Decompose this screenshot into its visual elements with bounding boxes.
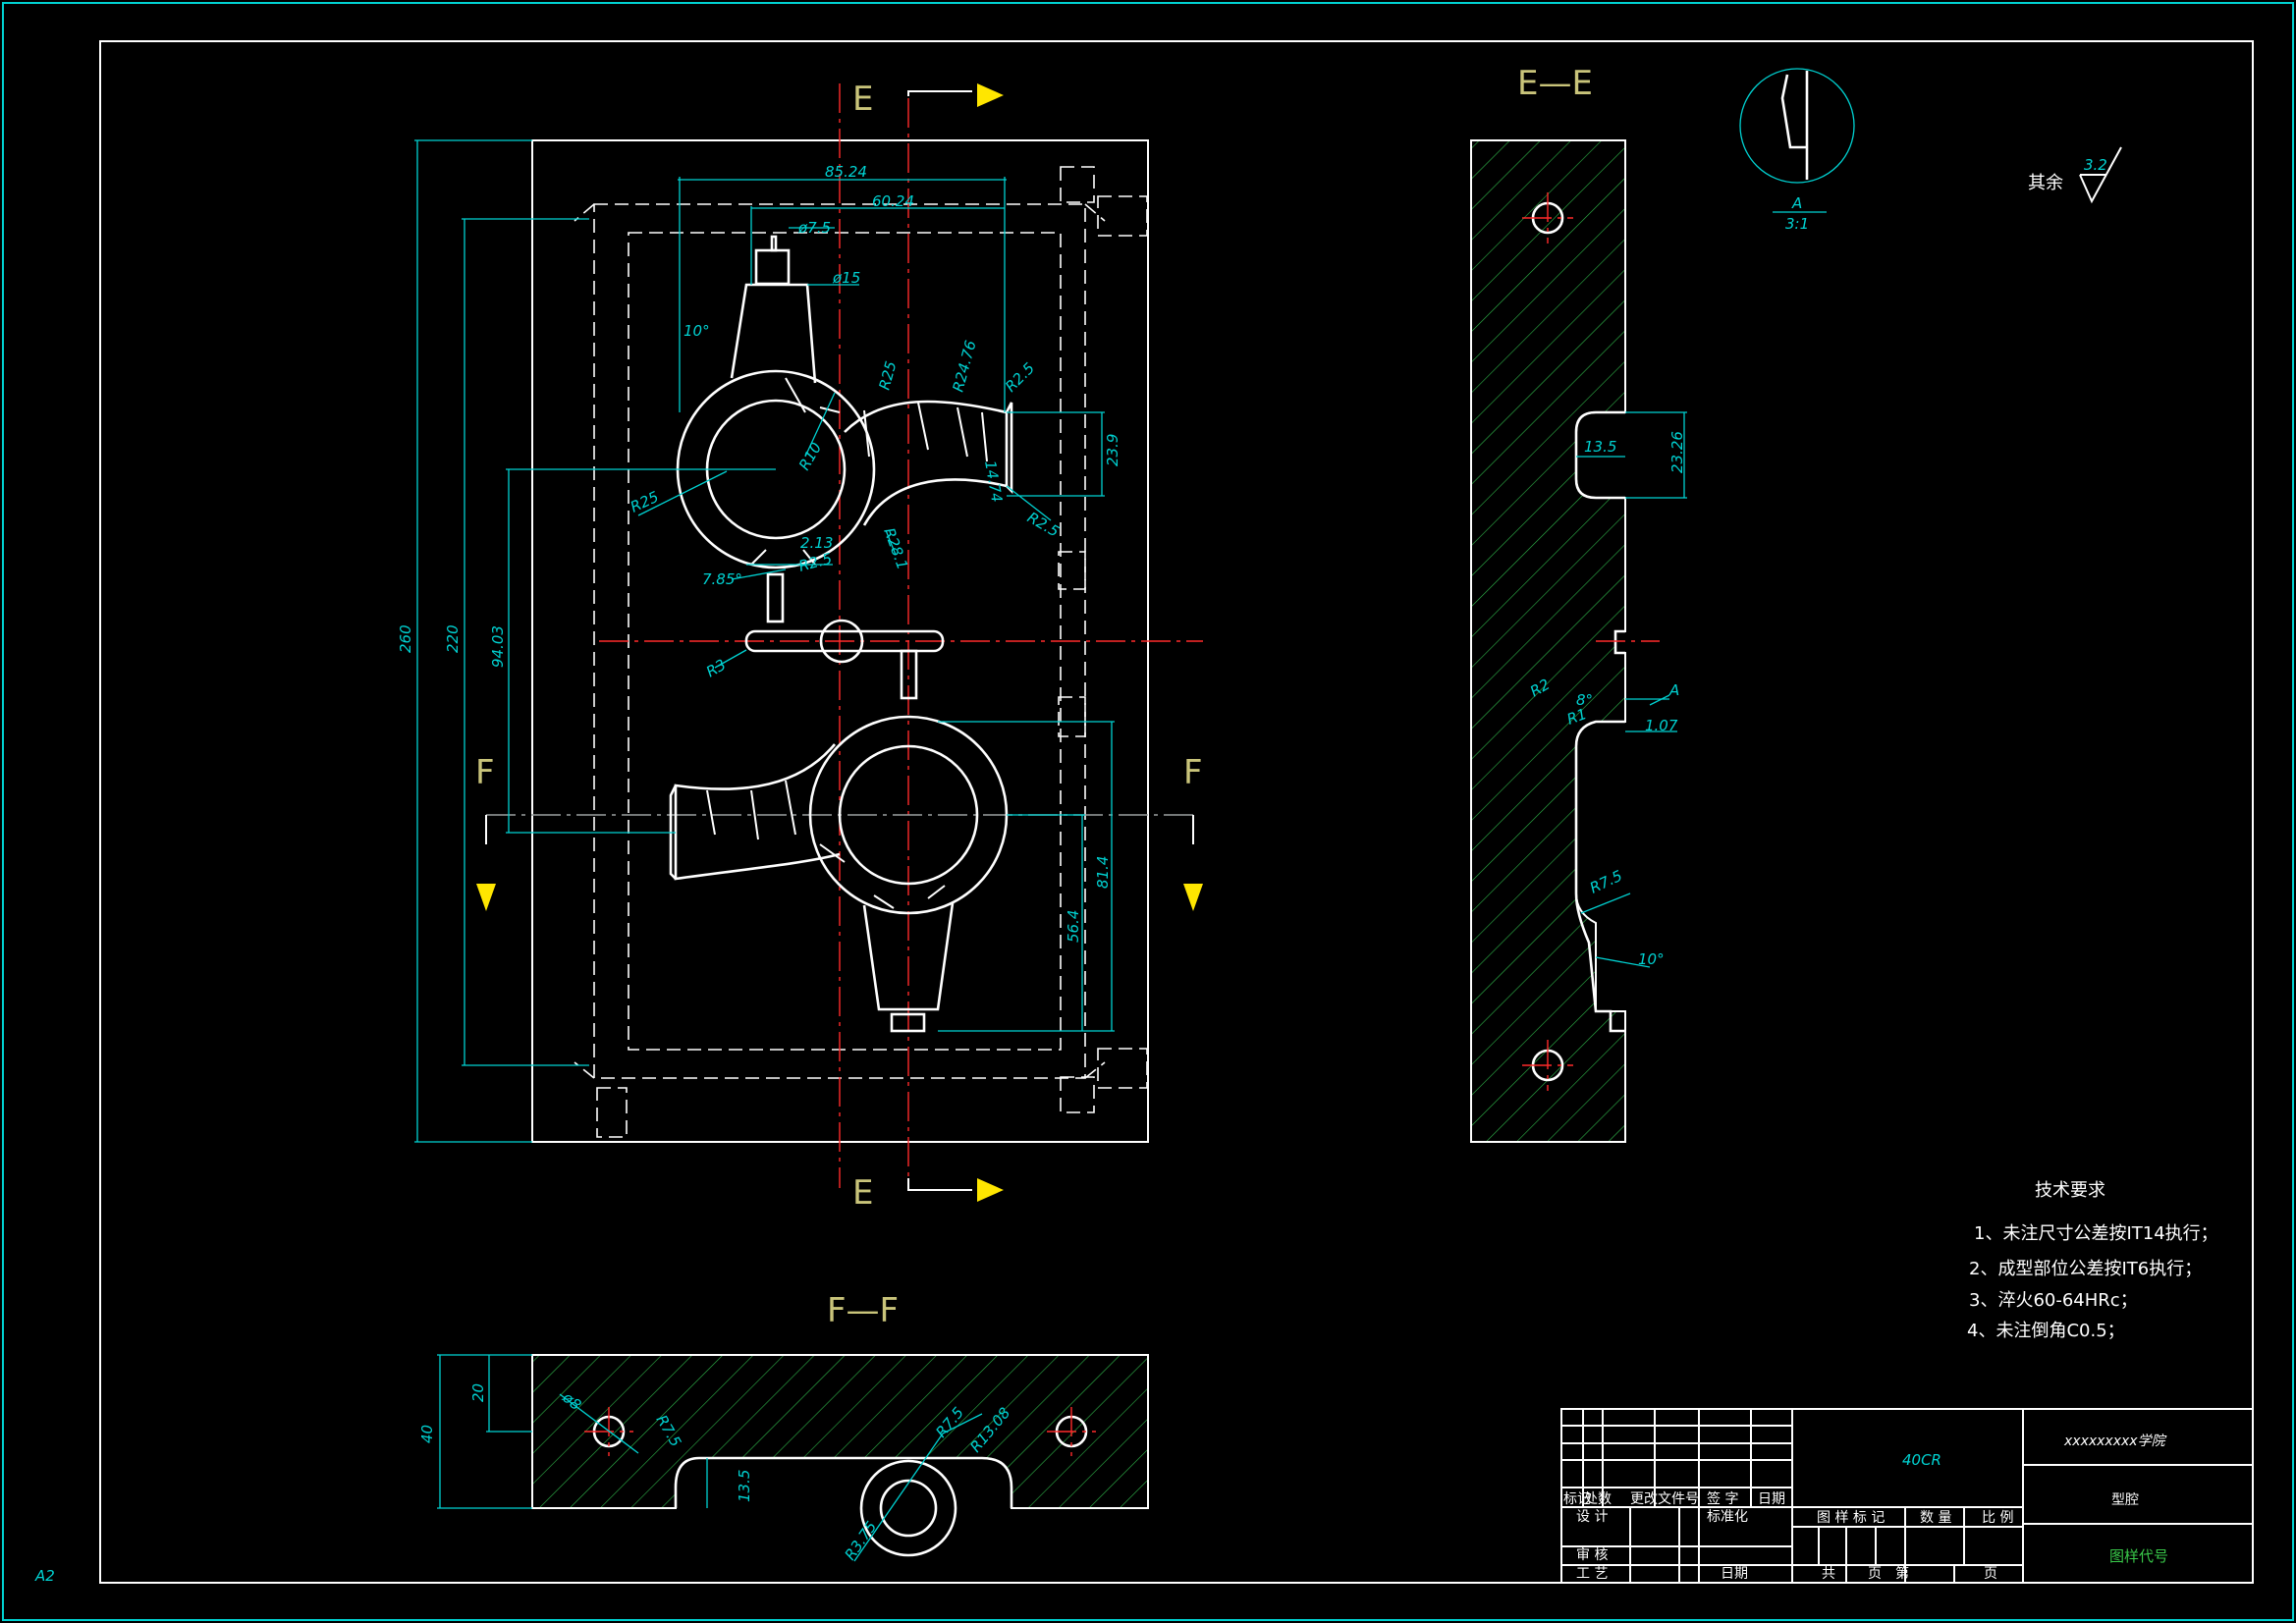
svg-text:R10: R10 [795, 439, 825, 473]
svg-text:20: 20 [469, 1383, 487, 1402]
svg-text:40CR: 40CR [1902, 1451, 1941, 1469]
svg-text:F—F: F—F [827, 1291, 899, 1330]
svg-text:A: A [1791, 194, 1802, 212]
svg-text:2.13: 2.13 [800, 534, 833, 552]
svg-text:R24.76: R24.76 [949, 339, 979, 394]
svg-text:R28.1: R28.1 [880, 525, 911, 571]
svg-text:4、未注倒角C0.5；: 4、未注倒角C0.5； [1967, 1321, 2125, 1341]
section-ff: F—F 40 20 ø8 R7.5 13.5 R7.5 R13.08 R3.75 [418, 1291, 1149, 1563]
svg-text:3:1: 3:1 [1785, 215, 1809, 233]
svg-text:技术要求: 技术要求 [2035, 1180, 2105, 1201]
svg-text:3.2: 3.2 [2084, 156, 2107, 174]
svg-text:图 样 标 记: 图 样 标 记 [1817, 1510, 1885, 1526]
svg-text:8°: 8° [1576, 691, 1593, 709]
detail-a: A 3:1 [1739, 68, 1855, 233]
svg-text:10°: 10° [1638, 950, 1665, 968]
svg-text:签 字: 签 字 [1707, 1490, 1738, 1507]
svg-text:A: A [1668, 681, 1679, 699]
svg-text:81.4: 81.4 [1094, 856, 1112, 889]
svg-text:ø15: ø15 [832, 269, 860, 287]
section-ee: E—E 13.5 23.26 R2 8° R1 A 1.07 R7.5 10° [1470, 64, 1687, 1143]
svg-text:F: F [475, 753, 495, 792]
svg-text:3、淬火60-64HRc；: 3、淬火60-64HRc； [1969, 1290, 2138, 1311]
main-view: 85.24 60.24 ø7.5 ø15 10° R25 R24.76 R2.5… [397, 80, 1203, 1213]
svg-text:其余: 其余 [2028, 173, 2063, 193]
svg-text:E: E [852, 80, 873, 119]
svg-text:R2.5: R2.5 [1024, 509, 1063, 541]
svg-text:23.9: 23.9 [1104, 434, 1121, 466]
inner-frame [99, 40, 2254, 1584]
svg-text:13.5: 13.5 [1584, 438, 1616, 456]
svg-text:2、成型部位公差按IT6执行；: 2、成型部位公差按IT6执行； [1969, 1259, 2202, 1279]
svg-text:94.03: 94.03 [489, 625, 507, 668]
svg-text:260: 260 [397, 624, 414, 653]
svg-text:F: F [1183, 753, 1203, 792]
svg-text:页: 页 [1984, 1566, 1997, 1582]
svg-text:日期: 日期 [1758, 1491, 1785, 1507]
svg-text:R2.5: R2.5 [1002, 359, 1038, 396]
title-block: 标记 处数 更改文件号 签 字 日期 设 计 标准化 审 核 工 艺 日期 图 … [1560, 1408, 2254, 1584]
main-dimensions [414, 139, 1115, 1143]
svg-text:工 艺: 工 艺 [1576, 1566, 1608, 1582]
svg-text:1.07: 1.07 [1645, 717, 1678, 734]
svg-text:型腔: 型腔 [2111, 1492, 2139, 1508]
lower-ring-inner [838, 744, 979, 886]
svg-text:审 核: 审 核 [1576, 1547, 1608, 1563]
sheet-size: A2 [34, 1567, 55, 1585]
svg-text:R7.5: R7.5 [1587, 867, 1625, 897]
svg-text:图样代号: 图样代号 [2109, 1547, 2168, 1565]
technical-requirements: 技术要求 1、未注尺寸公差按IT14执行； 2、成型部位公差按IT6执行； 3、… [1967, 1180, 2218, 1341]
svg-text:R2.5: R2.5 [796, 550, 834, 575]
svg-text:60.24: 60.24 [872, 192, 914, 210]
svg-text:7.85°: 7.85° [702, 570, 742, 588]
svg-text:23.26: 23.26 [1668, 431, 1686, 473]
svg-text:xxxxxxxxx学院: xxxxxxxxx学院 [2063, 1434, 2167, 1449]
svg-text:R25: R25 [875, 359, 900, 392]
svg-text:E: E [852, 1173, 873, 1213]
svg-text:13.5: 13.5 [736, 1470, 753, 1502]
svg-text:页: 页 [1868, 1566, 1882, 1582]
svg-text:85.24: 85.24 [825, 163, 867, 181]
svg-text:E—E: E—E [1517, 64, 1593, 103]
svg-text:共: 共 [1822, 1566, 1835, 1582]
svg-text:更改文件号: 更改文件号 [1630, 1491, 1699, 1507]
svg-text:R1: R1 [1564, 705, 1589, 729]
svg-text:标记: 标记 [1563, 1491, 1591, 1507]
svg-text:比 例: 比 例 [1982, 1510, 2013, 1526]
svg-text:40: 40 [418, 1425, 436, 1443]
svg-text:第: 第 [1895, 1565, 1909, 1582]
svg-text:日期: 日期 [1721, 1566, 1748, 1582]
svg-text:处数: 处数 [1584, 1491, 1612, 1507]
svg-text:220: 220 [444, 624, 462, 653]
svg-text:1、未注尺寸公差按IT14执行；: 1、未注尺寸公差按IT14执行； [1974, 1223, 2218, 1244]
svg-text:标准化: 标准化 [1707, 1509, 1748, 1525]
svg-text:ø7.5: ø7.5 [797, 219, 831, 237]
svg-text:设 计: 设 计 [1576, 1509, 1608, 1525]
svg-text:数 量: 数 量 [1920, 1510, 1951, 1526]
svg-text:14.74: 14.74 [981, 460, 1006, 504]
roughness-note: 其余 3.2 [2028, 146, 2122, 204]
svg-text:10°: 10° [683, 322, 710, 340]
svg-text:56.4: 56.4 [1065, 910, 1082, 943]
svg-text:R3: R3 [703, 656, 729, 681]
